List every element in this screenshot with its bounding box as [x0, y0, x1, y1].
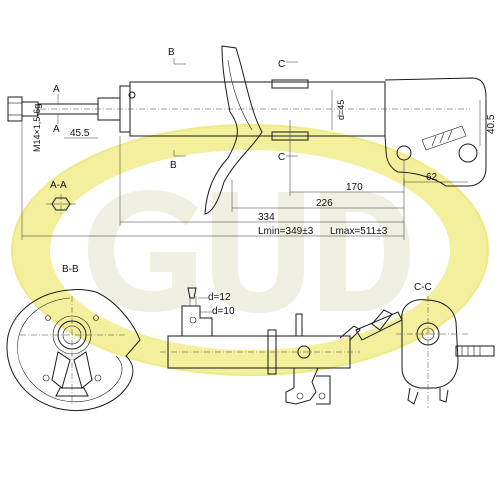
section-a-top: A	[53, 84, 60, 95]
dim-334: 334	[258, 212, 275, 223]
section-b-b-title: B-B	[62, 264, 79, 275]
section-c-c-title: C-C	[414, 282, 432, 293]
bracket-hole	[297, 345, 311, 359]
logo-letter-g	[88, 190, 198, 312]
strut-side-view	[7, 45, 487, 215]
dim-40-5: 40.5	[486, 114, 497, 134]
dim-d12: d=12	[208, 292, 231, 303]
spring-seat-plate	[6, 289, 141, 411]
dim-170: 170	[346, 182, 363, 193]
knuckle-section	[401, 299, 459, 389]
spring-seat	[204, 45, 263, 215]
thread-dim: M14×1,5-6g	[32, 104, 42, 152]
dim-45-5: 45.5	[70, 128, 90, 139]
section-markers: A A B B C C	[53, 47, 298, 171]
dim-lmax: Lmax=511±3	[330, 226, 388, 237]
section-a-a-view: A-A	[46, 180, 76, 214]
section-b-top: B	[168, 47, 175, 58]
section-a-a-title: A-A	[50, 180, 67, 191]
main-dimensions: M14×1,5-6g 45.5 d=45 40.5 62 170 226 334…	[21, 90, 497, 240]
section-a-a-profile	[51, 197, 71, 211]
dim-62: 62	[426, 172, 438, 183]
dim-d45: d=45	[336, 100, 346, 120]
dim-d10: d=10	[212, 306, 235, 317]
section-b-bottom: B	[170, 160, 177, 171]
section-c-bottom: C	[278, 152, 285, 163]
brand-logo-watermark	[11, 124, 489, 376]
section-b-b-view: B-B	[6, 264, 141, 411]
knuckle-bracket	[384, 77, 487, 187]
strut-bottom-view: d=12 d=10	[160, 287, 361, 405]
section-a-bottom: A	[53, 124, 60, 135]
dim-lmin: Lmin=349±3	[258, 226, 314, 237]
dim-226: 226	[316, 198, 333, 209]
section-c-top: C	[278, 59, 285, 70]
nut	[7, 96, 23, 122]
mount-hole-lower	[458, 143, 478, 163]
section-c-c-view: C-C	[355, 282, 495, 408]
